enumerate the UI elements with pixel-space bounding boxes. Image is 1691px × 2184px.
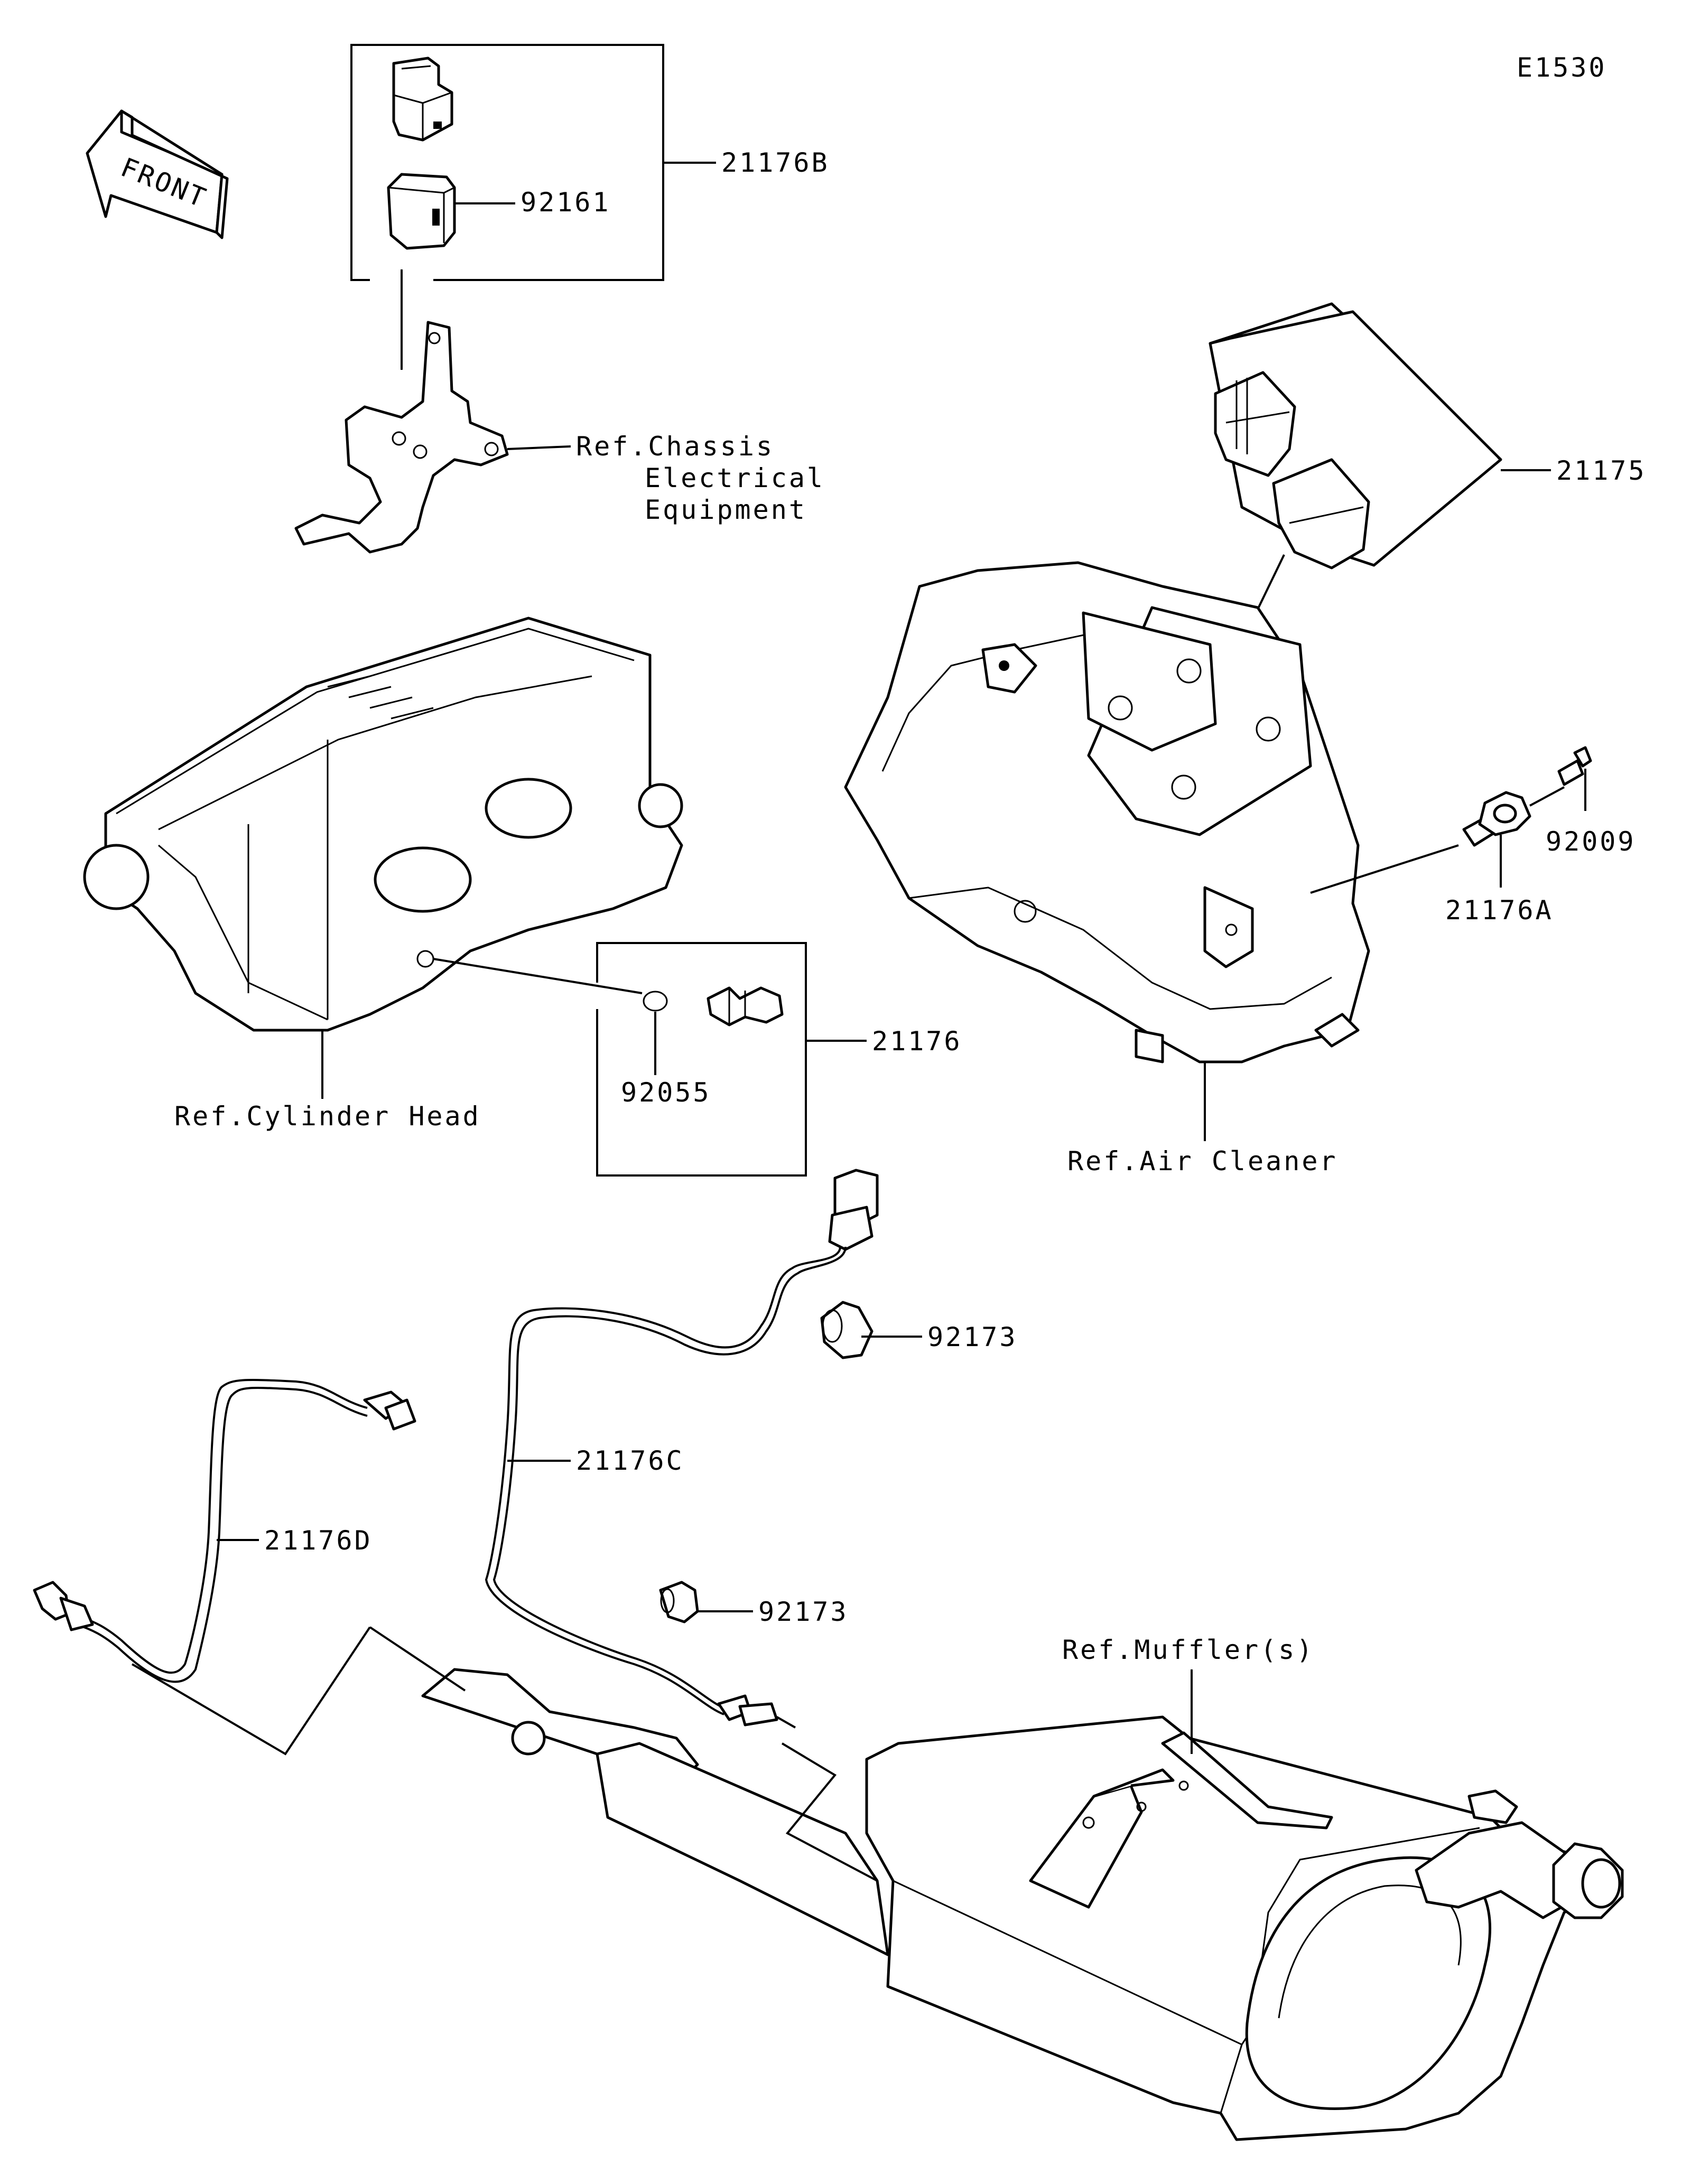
label-92009: 92009 xyxy=(1546,826,1636,857)
bolt-92009 xyxy=(1557,746,1592,811)
cap-92173-a xyxy=(820,1301,922,1359)
relay-group xyxy=(294,44,716,554)
ref-cylinder-head: Ref.Cylinder Head xyxy=(174,1101,481,1132)
ref-chassis-line3: Equipment xyxy=(645,494,807,525)
ref-chassis-line2: Electrical xyxy=(645,463,825,493)
o2-sensor-21176C xyxy=(485,1169,879,1729)
label-21176B: 21176B xyxy=(721,147,830,178)
label-92173-b: 92173 xyxy=(758,1597,849,1627)
ref-chassis-line1: Ref.Chassis xyxy=(576,431,774,462)
ref-air-cleaner: Ref.Air Cleaner xyxy=(1067,1146,1338,1177)
label-21176A: 21176A xyxy=(1445,895,1554,926)
air-cleaner xyxy=(844,561,1459,1141)
label-21176C: 21176C xyxy=(576,1445,684,1476)
o2-sensor-21176D xyxy=(33,1379,416,1683)
label-21176D: 21176D xyxy=(264,1525,373,1556)
label-92055: 92055 xyxy=(621,1077,711,1108)
diagram-code: E1530 xyxy=(1517,52,1607,83)
ecu-unit xyxy=(1204,302,1551,719)
cylinder-head xyxy=(83,617,683,1099)
ref-mufflers: Ref.Muffler(s) xyxy=(1062,1635,1314,1665)
label-92173-a: 92173 xyxy=(927,1322,1018,1352)
temp-sensor-group xyxy=(596,942,867,1177)
label-21176: 21176 xyxy=(872,1026,962,1057)
front-arrow-icon: FRONT xyxy=(86,109,229,239)
label-21175: 21175 xyxy=(1556,455,1647,486)
sensor-21176A xyxy=(1462,786,1565,888)
label-92161: 92161 xyxy=(521,187,611,218)
muffler xyxy=(131,1626,1624,2141)
cap-92173-b xyxy=(659,1581,753,1623)
